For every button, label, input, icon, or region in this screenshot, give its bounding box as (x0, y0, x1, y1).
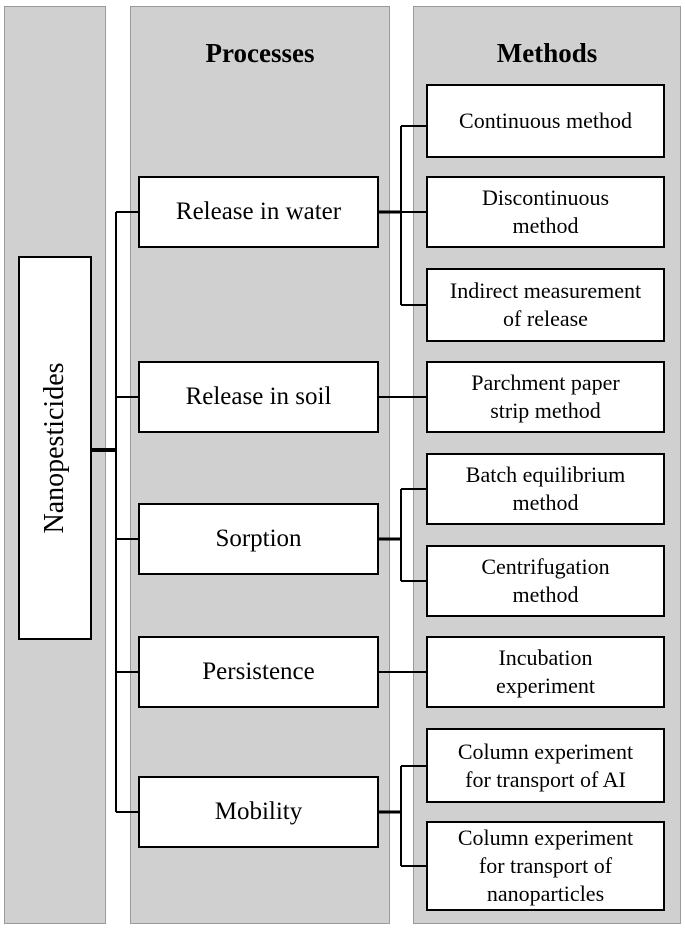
method-centrifugation: Centrifugation method (426, 545, 665, 617)
method-batch-equilibrium: Batch equilibrium method (426, 453, 665, 525)
method-indirect-measurement: Indirect measurement of release (426, 268, 665, 342)
process-release-in-soil: Release in soil (138, 361, 379, 433)
processes-column: Processes (130, 6, 390, 924)
methods-header: Methods (496, 38, 598, 68)
method-incubation: Incubation experiment (426, 636, 665, 708)
process-mobility: Mobility (138, 776, 379, 848)
method-parchment-paper: Parchment paper strip method (426, 361, 665, 433)
method-column-nanoparticles: Column experiment for transport of nanop… (426, 821, 665, 911)
process-sorption: Sorption (138, 503, 379, 575)
processes-header: Processes (205, 38, 315, 68)
method-discontinuous: Discontinuous method (426, 176, 665, 248)
process-release-in-water: Release in water (138, 176, 379, 248)
method-continuous: Continuous method (426, 84, 665, 158)
process-persistence: Persistence (138, 636, 379, 708)
root-label: Nanopesticides (39, 362, 70, 534)
root-node: Nanopesticides (18, 256, 92, 640)
method-column-ai: Column experiment for transport of AI (426, 728, 665, 803)
